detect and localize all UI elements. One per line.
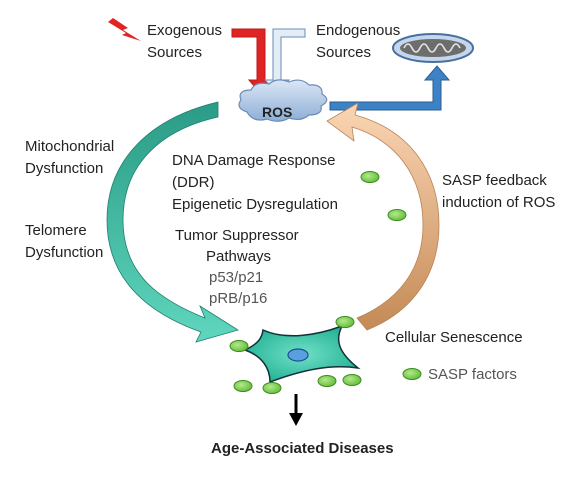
lightning-icon	[108, 18, 141, 41]
ros-cloud-icon	[238, 79, 328, 122]
sasp-dot-icon	[335, 316, 355, 328]
senescence-label: Cellular Senescence	[385, 329, 523, 346]
disease-arrow	[289, 394, 303, 426]
sasp-dot-icon	[342, 374, 362, 386]
tumor-label-line2: Pathways	[206, 248, 272, 265]
sasp-dots	[229, 171, 422, 394]
epigenetic-label: Epigenetic Dysregulation	[172, 196, 338, 213]
sasp-feedback-line1: SASP feedback	[442, 172, 547, 189]
cell-icon	[243, 324, 361, 384]
endogenous-label-line1: Endogenous	[316, 22, 401, 39]
mitochondrion-icon	[392, 33, 474, 63]
diseases-label: Age-Associated Diseases	[211, 440, 394, 457]
ros-label: ROS	[262, 104, 293, 120]
sasp-factors-label: SASP factors	[428, 366, 517, 383]
mito-label-line1: Mitochondrial	[25, 138, 115, 155]
sasp-feedback-line2: induction of ROS	[442, 194, 556, 211]
mito-label-line2: Dysfunction	[25, 160, 104, 177]
orange-curved-arrow	[326, 102, 440, 331]
exogenous-label-line1: Exogenous	[147, 22, 223, 39]
tumor-label-line1: Tumor Suppressor	[175, 227, 299, 244]
mito-ros-arrow	[329, 65, 451, 111]
sasp-dot-icon	[233, 380, 253, 392]
sasp-dot-icon	[360, 171, 380, 183]
exogenous-label-line2: Sources	[147, 44, 203, 61]
teal-curved-arrow	[106, 101, 239, 343]
sasp-legend-dot	[402, 368, 422, 380]
sasp-dot-icon	[229, 340, 249, 352]
pathway-p53: p53/p21	[209, 269, 264, 286]
telomere-label-line2: Dysfunction	[25, 244, 104, 261]
pathway-prb: pRB/p16	[209, 290, 268, 307]
sasp-dot-icon	[387, 209, 407, 221]
sasp-dot-icon	[317, 375, 337, 387]
ddr-label-line1: DNA Damage Response	[172, 152, 336, 169]
endogenous-label-line2: Sources	[316, 44, 372, 61]
sasp-dot-icon	[262, 382, 282, 394]
telomere-label-line1: Telomere	[25, 222, 87, 239]
ddr-label-line2: (DDR)	[172, 174, 215, 191]
